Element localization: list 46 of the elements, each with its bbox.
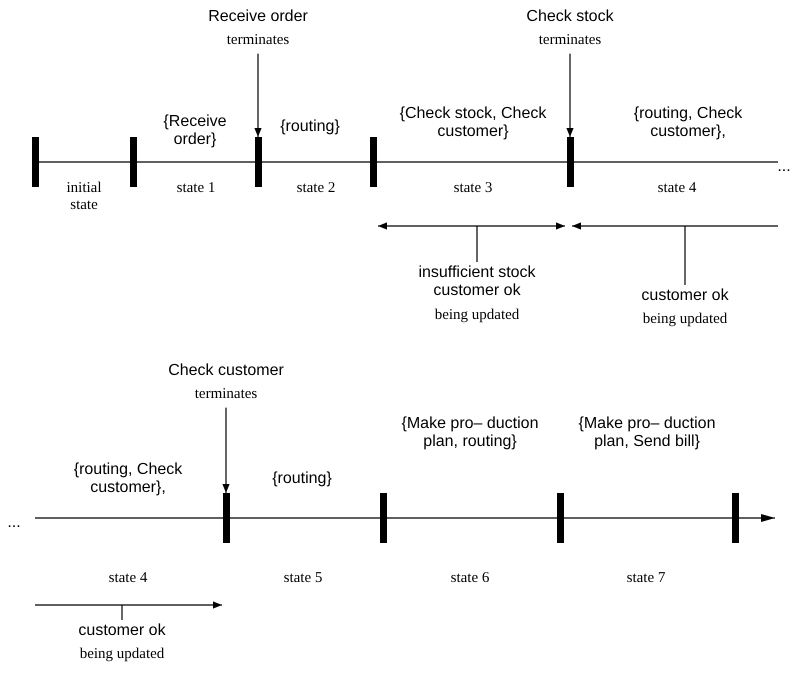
state-boundary-bar — [732, 493, 738, 543]
state-label: state 1 — [176, 180, 216, 198]
status-label: being updated — [434, 306, 520, 324]
state-boundary-bar — [32, 137, 38, 187]
event-label: Check stock — [526, 8, 614, 26]
state-boundary-bar — [254, 137, 262, 187]
status-label: being updated — [80, 646, 164, 664]
state-set-label: {routing, Check customer}, — [632, 105, 744, 142]
state-set-label: {Receive order} — [162, 113, 228, 150]
state-label: state 7 — [626, 570, 666, 588]
event-note: terminates — [194, 386, 258, 404]
event-note: terminates — [226, 32, 290, 50]
state-set-label: {routing} — [271, 470, 333, 488]
state-boundary-bar — [566, 137, 574, 187]
status-label: being updated — [642, 311, 728, 329]
leader-line — [476, 226, 478, 262]
arrow — [222, 408, 230, 493]
state-boundary-bar — [370, 137, 376, 187]
continuation-mark: ... — [776, 158, 792, 176]
event-note: terminates — [538, 32, 602, 50]
arrow — [254, 54, 262, 137]
state-set-label: {Check stock, Check customer} — [398, 105, 548, 142]
event-label: Receive order — [208, 8, 308, 26]
continuation-mark: ... — [6, 514, 22, 532]
condition-label: customer ok — [77, 622, 167, 640]
state-label: state 4 — [108, 570, 148, 588]
state-set-label: {Make pro– duction plan, Send bill} — [578, 415, 716, 452]
state-label: state 3 — [452, 180, 494, 198]
state-label: state 6 — [450, 570, 490, 588]
state-boundary-bar — [556, 493, 564, 543]
condition-label: customer ok — [640, 287, 730, 306]
state-label: state 4 — [656, 180, 698, 198]
state-boundary-bar — [130, 137, 136, 187]
state-set-label: {routing, Check customer}, — [72, 461, 184, 498]
state-label: state 2 — [296, 180, 336, 198]
leader-line — [684, 226, 686, 285]
state-boundary-bar — [222, 493, 230, 543]
leader-line — [121, 605, 123, 620]
arrow — [566, 54, 574, 137]
state-label: initial state — [66, 180, 102, 214]
state-label: state 5 — [282, 570, 324, 588]
state-set-label: {Make pro– duction plan, routing} — [400, 415, 540, 452]
state-boundary-bar — [380, 493, 386, 543]
condition-label: insufficient stock customer ok — [417, 264, 537, 301]
event-label: Check customer — [168, 362, 284, 380]
state-set-label: {routing} — [279, 118, 341, 136]
